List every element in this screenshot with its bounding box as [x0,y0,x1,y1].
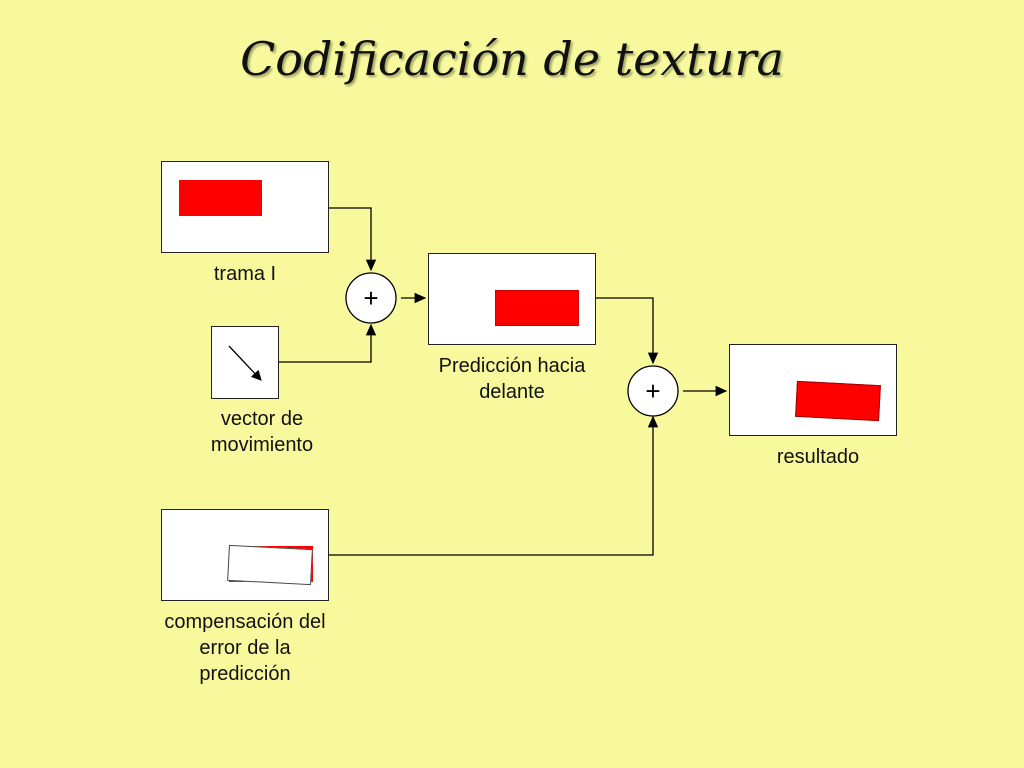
sum-node-2: + [627,365,679,417]
connector-vector-to-sum1 [279,323,377,363]
page-title: Codificación de textura [240,32,784,86]
compensacion-label-line-2: error de la [199,637,291,659]
vector-label: vector de movimiento [172,406,352,458]
connector-prediccion-to-sum2 [596,297,659,365]
sum-node-1-symbol: + [363,283,378,313]
trama-i-box [161,161,329,253]
vector-label-line-2: movimiento [210,434,314,456]
prediccion-label: Predicción hacia delante [412,353,612,405]
motion-vector-arrow-icon [228,345,262,381]
compensacion-label-line-3: predicción [199,663,291,685]
prediccion-label-line-2: delante [479,381,545,403]
resultado-box [729,344,897,436]
prediccion-label-line-1: Predicción hacia [438,355,586,377]
compensacion-label: compensación del error de la predicción [140,609,350,687]
vector-box [211,326,279,399]
connector-trama-to-sum1 [329,207,377,272]
prediccion-red-block [495,290,579,326]
connector-compensacion-to-sum2 [329,415,659,556]
resultado-label: resultado [776,446,860,468]
compensacion-box [161,509,329,601]
trama-i-red-block [179,180,262,216]
prediccion-box [428,253,596,345]
sum-node-1: + [345,272,397,324]
compensacion-label-line-1: compensación del [164,611,326,633]
vector-label-line-1: vector de [220,408,304,430]
trama-i-label: trama I [213,263,277,285]
sum-node-2-symbol: + [645,376,660,406]
